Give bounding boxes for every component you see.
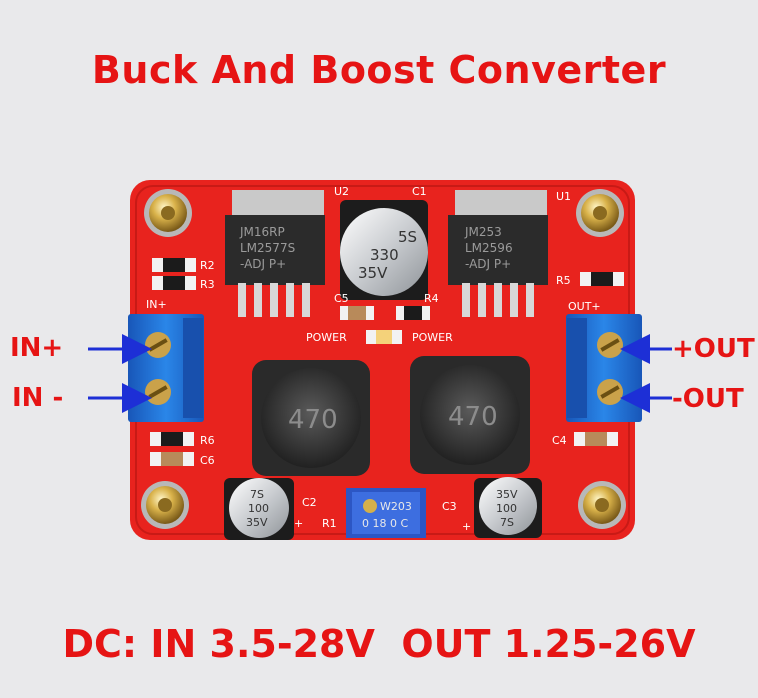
trimpot-r1: W203 0 18 0 C (346, 488, 426, 538)
mount-nut-bottom-left (141, 481, 189, 529)
cap-c2-marking-2: 100 (248, 502, 269, 515)
silk-c6: C6 (200, 454, 215, 467)
label-out-minus: -OUT (672, 384, 744, 414)
silk-u1: U1 (556, 190, 571, 203)
ic-u1-marking-3: -ADJ P+ (465, 257, 511, 271)
trimpot-marking-1: W203 (380, 500, 412, 513)
label-out-plus: +OUT (672, 334, 755, 364)
silk-plus-right: + (462, 520, 471, 533)
silk-c2: C2 (302, 496, 317, 509)
ic-u1: JM253 LM2596 -ADJ P+ (448, 190, 548, 317)
ic-u1-marking-1: JM253 (464, 225, 502, 239)
inductor-right: 470 (410, 356, 530, 474)
label-in-minus: IN - (12, 383, 64, 413)
cap-c1-marking-2: 330 (370, 246, 399, 264)
cap-c3-marking-2: 100 (496, 502, 517, 515)
cap-c3-marking-1: 35V (496, 488, 518, 501)
silk-c3: C3 (442, 500, 457, 513)
cap-c3-marking-3: 7S (500, 516, 514, 529)
inductor-left: 470 (252, 360, 370, 476)
ic-u2-marking-3: -ADJ P+ (240, 257, 286, 271)
silk-r4: R4 (424, 292, 439, 305)
mount-nut-bottom-right (578, 481, 626, 529)
silk-c4: C4 (552, 434, 567, 447)
inductor-right-marking: 470 (448, 402, 498, 432)
mount-nut-top-right (576, 189, 624, 237)
silk-r1: R1 (322, 517, 337, 530)
silk-c1: C1 (412, 185, 427, 198)
ic-u1-marking-2: LM2596 (465, 241, 513, 255)
silk-r6: R6 (200, 434, 215, 447)
page-title: Buck And Boost Converter (91, 48, 667, 92)
capacitor-c3: 35V 100 7S (474, 477, 542, 538)
silk-in-plus: IN+ (146, 298, 167, 311)
cap-c2-marking-3: 35V (246, 516, 268, 529)
silk-u2: U2 (334, 185, 349, 198)
silk-c5: C5 (334, 292, 349, 305)
capacitor-c2: 7S 100 35V (224, 478, 294, 540)
capacitor-c1: 5S 330 35V (340, 200, 428, 300)
output-terminal-block[interactable] (566, 314, 642, 422)
inductor-left-marking: 470 (288, 405, 338, 435)
silk-r3: R3 (200, 278, 215, 291)
ic-u2-marking-2: LM2577S (240, 241, 295, 255)
mount-nut-top-left (144, 189, 192, 237)
silk-r2: R2 (200, 259, 215, 272)
trimpot-marking-2: 0 18 0 C (362, 517, 408, 530)
input-terminal-block[interactable] (128, 314, 204, 422)
cap-c2-marking-1: 7S (250, 488, 264, 501)
silk-power-left: POWER (306, 331, 347, 344)
specs-footer: DC: IN 3.5-28V OUT 1.25-26V (62, 622, 696, 666)
silk-power-right: POWER (412, 331, 453, 344)
label-in-plus: IN+ (10, 333, 64, 363)
silk-r5: R5 (556, 274, 571, 287)
cap-c1-marking-1: 5S (398, 228, 417, 246)
silk-out-plus: OUT+ (568, 300, 601, 313)
ic-u2-marking-1: JM16RP (239, 225, 285, 239)
ic-u2: JM16RP LM2577S -ADJ P+ (225, 190, 325, 317)
cap-c1-marking-3: 35V (358, 264, 388, 282)
silk-plus-left: + (294, 517, 303, 530)
